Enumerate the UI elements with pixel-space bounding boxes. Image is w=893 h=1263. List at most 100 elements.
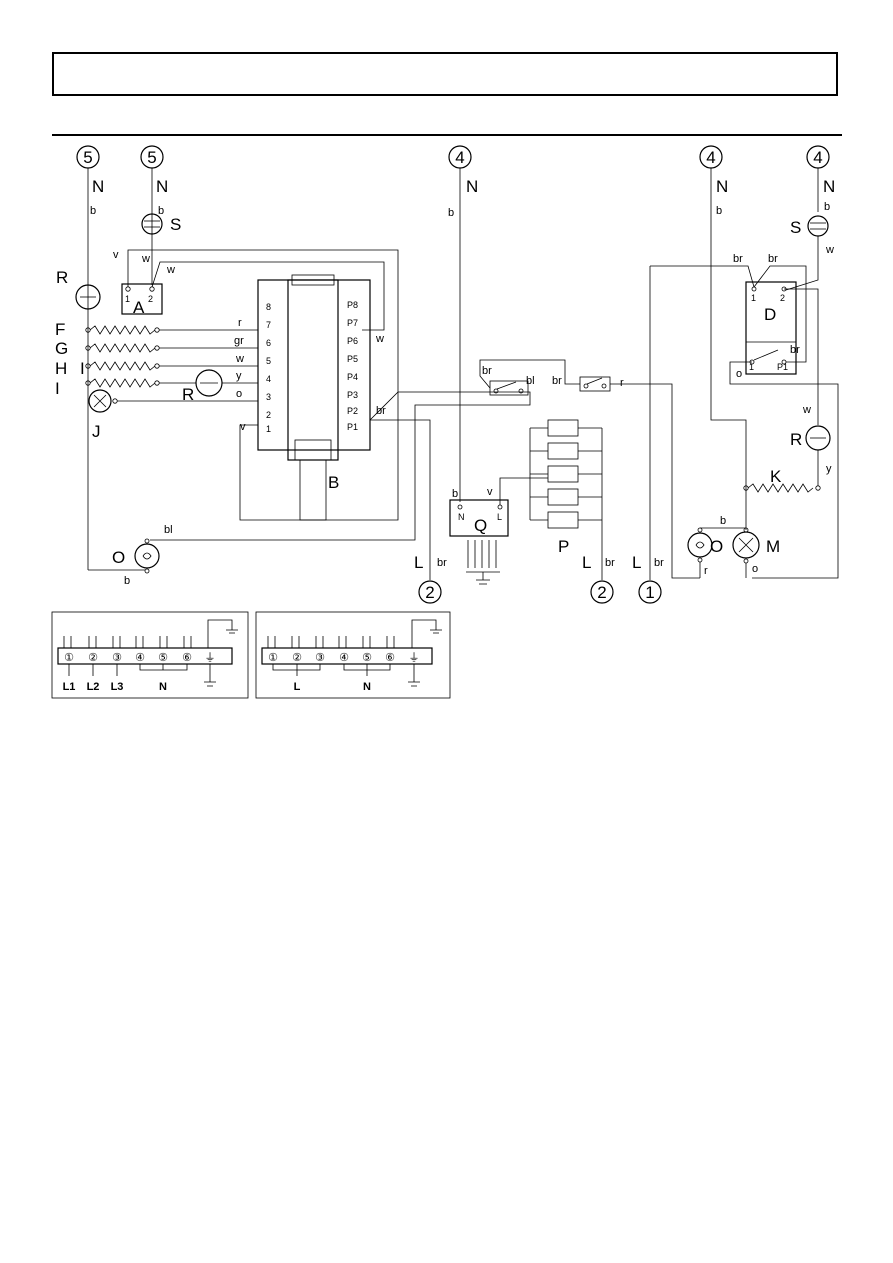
label-j: J: [92, 422, 101, 441]
terminal-2-a: 2: [418, 580, 442, 604]
fan-j: [88, 389, 258, 413]
header-box: [52, 52, 838, 96]
terminal-block-single-phase: ① ② ③ ④ ⑤ ⑥ ⏚ L N: [255, 611, 451, 699]
wire-w-1: w: [141, 253, 150, 265]
terminal-4-right-a: 4: [699, 145, 723, 169]
svg-text:②: ②: [88, 652, 98, 664]
wire-br-d2: br: [768, 253, 778, 265]
label-r-left: R: [56, 268, 68, 287]
label-l-2: L: [582, 553, 591, 572]
contact-p1-d: P1: [777, 362, 788, 372]
svg-text:L2: L2: [87, 681, 100, 693]
component-a: [121, 283, 163, 315]
svg-text:5: 5: [266, 356, 271, 366]
svg-text:P3: P3: [347, 390, 358, 400]
label-r-right: R: [790, 430, 802, 449]
svg-text:N: N: [363, 681, 371, 693]
svg-text:③: ③: [315, 652, 325, 664]
svg-text:7: 7: [266, 320, 271, 330]
svg-text:P1: P1: [347, 422, 358, 432]
wire-br-d1: br: [733, 253, 743, 265]
svg-text:L: L: [294, 681, 301, 693]
wire-b-right-b: b: [824, 201, 830, 213]
svg-text:⑤: ⑤: [158, 652, 168, 664]
wire-br-3: br: [552, 375, 562, 387]
wire-y-right: y: [826, 463, 832, 475]
wire-r-2: r: [620, 377, 624, 389]
wire-br-4: br: [605, 557, 615, 569]
wire-b-o: b: [720, 515, 726, 527]
label-o-left: O: [112, 548, 125, 567]
wire-br-5: br: [654, 557, 664, 569]
label-l-3: L: [632, 553, 641, 572]
svg-text:⏚: ⏚: [409, 651, 420, 664]
svg-text:1: 1: [266, 424, 271, 434]
wire-w-right: w: [825, 244, 834, 256]
label-l-1: L: [414, 553, 423, 572]
wire-w-r: w: [802, 404, 811, 416]
wire-o-m: o: [752, 563, 758, 575]
label-n-left: N: [92, 177, 104, 196]
wire-br-b: br: [376, 405, 386, 417]
fan-motor-m: [732, 527, 760, 578]
svg-text:2: 2: [266, 410, 271, 420]
svg-text:P8: P8: [347, 300, 358, 310]
label-f: F: [55, 320, 65, 339]
svg-text:8: 8: [266, 302, 271, 312]
wire-w-2: w: [166, 264, 175, 276]
svg-text:2: 2: [425, 583, 434, 602]
contact-q-l: L: [497, 512, 502, 522]
sensor-s-left: [141, 213, 163, 235]
wire-v-1: v: [113, 249, 119, 261]
contact-1-a: 1: [125, 294, 130, 304]
svg-text:5: 5: [83, 148, 92, 167]
wire-w-h: w: [235, 353, 244, 365]
svg-text:⑤: ⑤: [362, 652, 372, 664]
oven-lamp-o-right: [687, 527, 746, 578]
selector-switch-b: [257, 274, 371, 521]
svg-text:③: ③: [112, 652, 122, 664]
wire-w-3: w: [375, 333, 384, 345]
svg-text:4: 4: [266, 374, 271, 384]
label-g: G: [55, 339, 68, 358]
wire-br-d3: br: [790, 344, 800, 356]
wire-r-o: r: [704, 565, 708, 577]
wire-b: b: [90, 205, 96, 217]
label-a: A: [133, 298, 145, 317]
svg-text:④: ④: [135, 652, 145, 664]
wire-b-q: b: [452, 488, 458, 500]
heating-elements: [85, 325, 258, 388]
svg-text:4: 4: [455, 148, 464, 167]
thermostat-switch-1: [489, 380, 529, 396]
label-i-row: I: [80, 359, 85, 378]
wire-v-q: v: [487, 486, 493, 498]
svg-text:3: 3: [266, 392, 271, 402]
svg-text:N: N: [159, 681, 167, 693]
switch-right-positions: P8 P7 P6 P5 P4 P3 P2 P1: [347, 300, 358, 432]
label-n-right-a: N: [716, 177, 728, 196]
label-n-mid: N: [466, 177, 478, 196]
lamp-r-mid: [195, 369, 223, 397]
svg-text:P4: P4: [347, 372, 358, 382]
wire-gr: gr: [234, 335, 244, 347]
svg-text:①: ①: [268, 652, 278, 664]
label-o-right: O: [710, 537, 723, 556]
sensor-s-right: [807, 215, 829, 237]
wire-bl-1: bl: [164, 524, 173, 536]
label-b: B: [328, 473, 339, 492]
wire-r-f: r: [238, 317, 242, 329]
terminal-1: 1: [638, 580, 662, 604]
contact-2-d: 2: [780, 293, 785, 303]
wire-b-3: b: [124, 575, 130, 587]
ignition-plugs: [466, 540, 500, 585]
label-r-mid: R: [182, 385, 194, 404]
wire-y: y: [236, 370, 242, 382]
contact-1-d: 1: [751, 293, 756, 303]
svg-text:4: 4: [706, 148, 715, 167]
wire-o: o: [236, 388, 242, 400]
ignition-switches-p: [529, 419, 603, 580]
wire-br-2: br: [482, 365, 492, 377]
wire-b-right-a: b: [716, 205, 722, 217]
contact-q-n: N: [458, 512, 465, 522]
svg-text:⏚: ⏚: [205, 651, 216, 664]
